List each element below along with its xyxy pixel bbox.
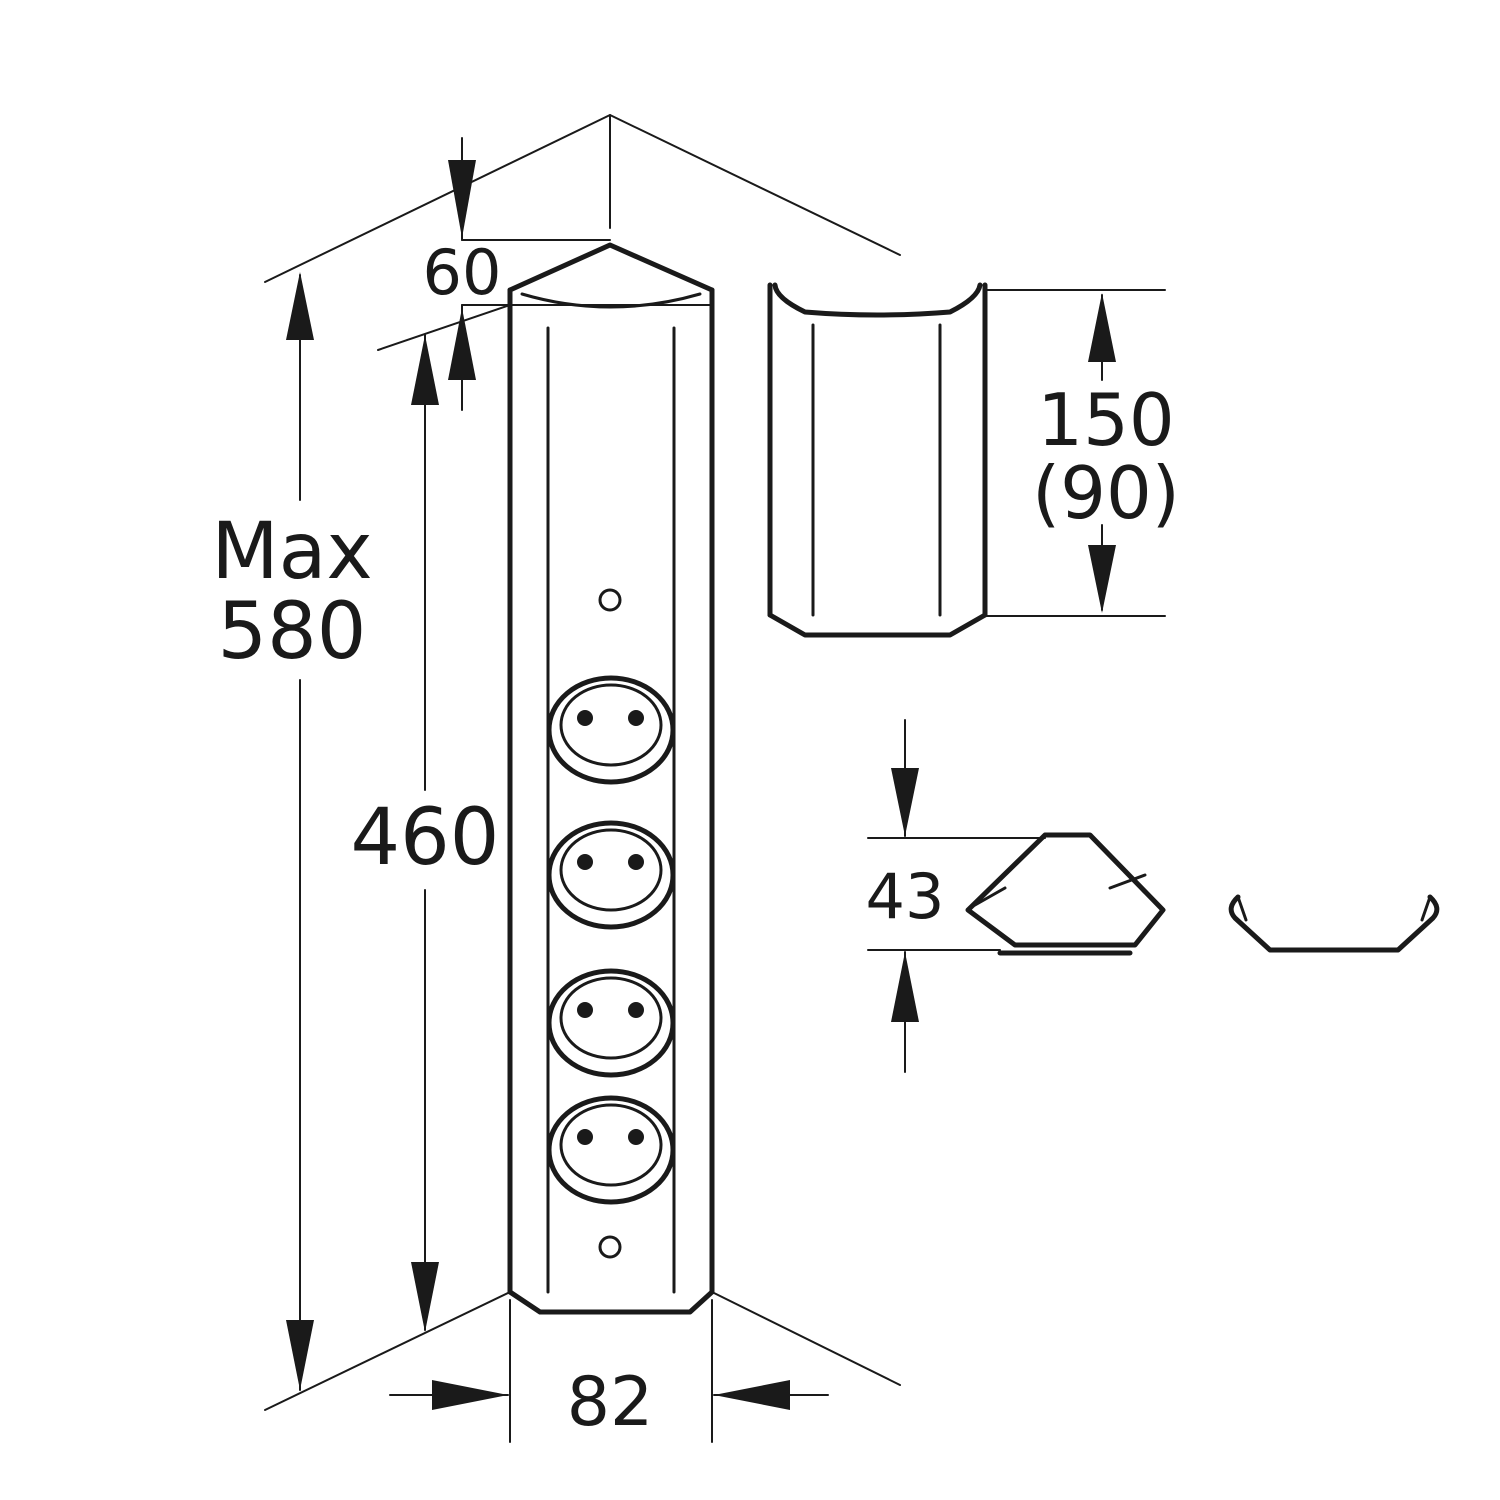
cover-piece: [767, 282, 988, 638]
dimension-width: 82: [389, 1299, 829, 1443]
socket-outlet: [546, 1095, 676, 1205]
mounting-hole-top: [598, 588, 622, 612]
profile-cross-section: [965, 832, 1166, 956]
max-label: Max: [211, 507, 372, 597]
dimension-profile-height: 43: [866, 719, 1046, 1073]
socket-outlet: [546, 968, 676, 1078]
cover-height-label: 150: [1037, 378, 1174, 462]
cover-height-alt-label: (90): [1032, 451, 1180, 535]
dimension-max-height: Max 580: [211, 272, 373, 1391]
wall-corner-lines: [264, 114, 901, 1411]
dimension-body-height: 460: [351, 334, 500, 1332]
width-label: 82: [567, 1363, 654, 1442]
body-height-label: 460: [351, 793, 500, 883]
dimension-cover-height: 150 (90): [984, 289, 1180, 617]
max-height-label: 580: [218, 587, 367, 677]
profile-height-label: 43: [866, 860, 945, 933]
dimension-top-depth: 60: [377, 137, 713, 411]
cover-profile: [1228, 894, 1440, 953]
socket-column: [507, 242, 715, 1315]
socket-outlet: [546, 820, 676, 930]
socket-outlet: [546, 675, 676, 785]
top-depth-label: 60: [423, 236, 502, 309]
mounting-hole-bottom: [598, 1235, 622, 1259]
